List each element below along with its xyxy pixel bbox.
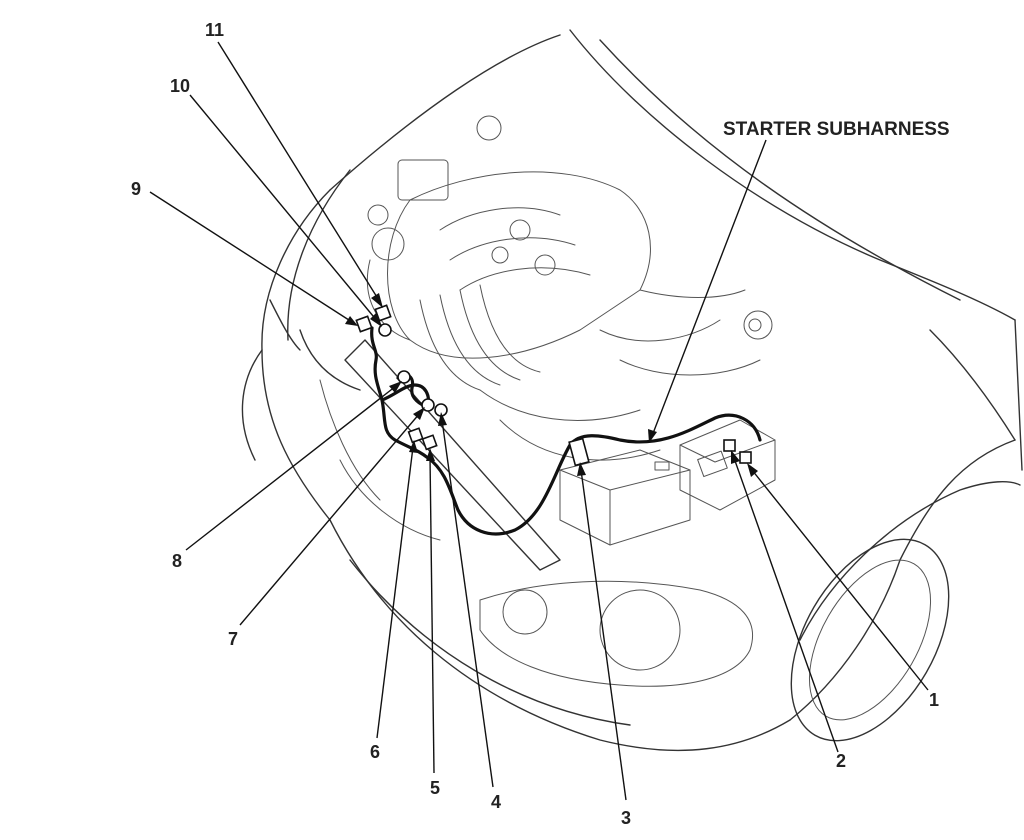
callout-9: 9: [131, 179, 141, 199]
connector-7: [421, 398, 435, 412]
frame-rail: [319, 339, 561, 571]
callout-3: 3: [621, 808, 631, 828]
connector-8: [397, 370, 411, 384]
connector-1: [739, 451, 752, 464]
connector-5: [421, 434, 438, 451]
battery: [559, 449, 691, 546]
underhood-fuse-box: [679, 419, 776, 511]
connector-2: [723, 439, 736, 452]
car-body-outline: [241, 29, 1023, 752]
callout-11: 11: [205, 20, 224, 40]
leader-lines: [149, 41, 929, 801]
callout-8: 8: [172, 551, 182, 571]
connectors: [355, 304, 752, 467]
callout-1: 1: [929, 690, 939, 710]
callout-10: 10: [170, 76, 190, 96]
connector-9: [355, 315, 373, 333]
starter-subharness-label: STARTER SUBHARNESS: [723, 119, 950, 140]
connector-6: [407, 427, 424, 444]
engine-block: [366, 115, 773, 461]
callout-7: 7: [228, 629, 238, 649]
callout-4: 4: [491, 792, 501, 812]
callout-5: 5: [430, 778, 440, 798]
callout-6: 6: [370, 742, 380, 762]
connector-3: [568, 437, 590, 467]
callout-2: 2: [836, 751, 846, 771]
